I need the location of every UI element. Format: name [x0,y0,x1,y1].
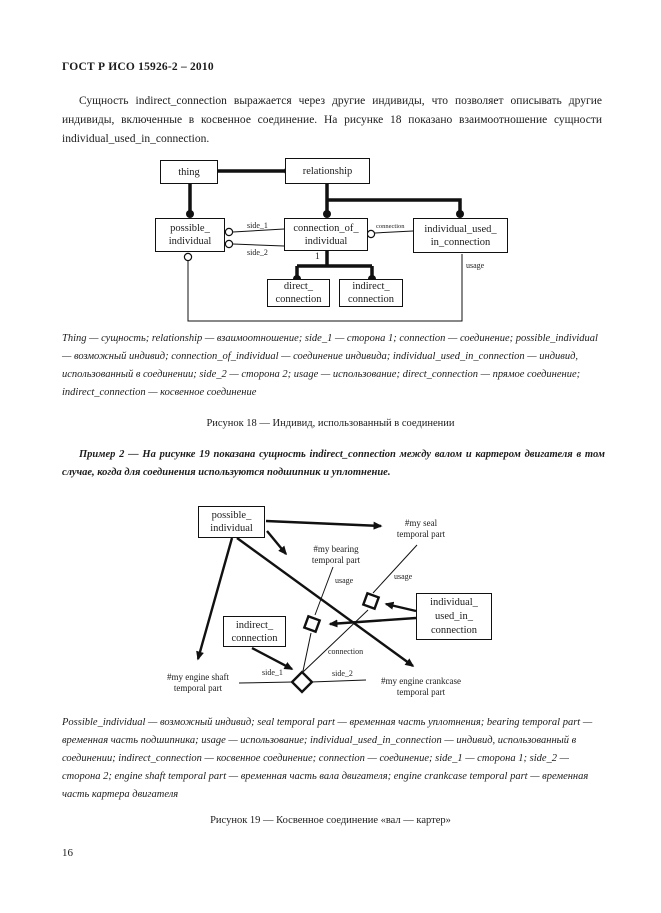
side2-line-fig19 [310,679,367,683]
document-header: ГОСТ Р ИСО 15926-2 – 2010 [62,61,214,73]
connection-circle [366,229,376,239]
arrow-to-seal-part [265,519,383,530]
intro-paragraph: Сущность indirect_connection выражается … [62,95,602,145]
fig18-box-direct-connection: direct_ connection [267,279,330,307]
figure-19-caption: Рисунок 19 — Косвенное соединение «вал —… [210,815,451,826]
fig19-label-usage-1: usage [335,576,354,585]
fig18-box-indirect-connection: indirect_ connection [339,279,403,307]
indirect-connection-diamond [290,670,314,694]
fig18-label-connection: connection [376,223,405,230]
dot-connection-of-individual [323,210,331,218]
bearing-usage-line [314,566,334,616]
relationship-individual-used-connector [327,198,462,214]
bearing-connection-line [302,632,312,672]
fig19-label-bearing-part: #my bearing temporal part [311,544,361,565]
usage-circle [183,252,193,262]
arrow-to-bearing-part [266,530,287,556]
dot-individual-used [456,210,464,218]
arrow-indirect-to-diamond [251,646,294,671]
figure-18-legend: Thing — сущность; relationship — взаимоо… [62,333,598,398]
dot-possible-individual [186,210,194,218]
fig18-box-relationship: relationship [285,158,370,184]
fig19-label-side2: side_2 [332,669,353,678]
seal-connection-line [302,609,369,673]
seal-usage-diamond [361,591,381,611]
fig19-label-seal-part: #my seal temporal part [396,518,446,539]
fig18-label-side2: side_2 [247,248,268,257]
page-number: 16 [62,847,73,859]
bearing-usage-diamond [302,614,322,634]
side1-circle [224,227,234,237]
fig19-box-indirect-connection: indirect_ connection [223,616,286,647]
fig18-label-usage: usage [466,261,485,270]
side2-circle [224,239,234,249]
fig19-label-side1: side_1 [262,668,283,677]
fig18-box-possible-individual: possible_ individual [155,218,225,252]
arrow-used-to-seal-diamond [384,601,417,613]
fig19-label-engine-shaft-part: #my engine shaft temporal part [167,672,229,693]
figure-18-caption: Рисунок 18 — Индивид, использованный в с… [206,418,455,429]
seal-usage-line [372,544,418,594]
subtype-branch-connector [295,251,374,278]
fig19-label-connection: connection [328,647,364,656]
side1-line-fig19 [238,681,294,684]
connection-line [374,230,414,234]
side2-line [232,243,285,247]
fig18-box-connection-of-individual: connection_of_ individual [284,218,368,251]
fig18-box-thing: thing [160,160,218,184]
fig19-box-possible-individual: possible_ individual [198,506,265,538]
fig18-box-individual-used-in-connection: individual_used_ in_connection [413,218,508,253]
example-2-paragraph: Пример 2 — На рисунке 19 показана сущнос… [62,449,605,478]
figure-19-legend: Possible_individual — возможный индивид;… [62,717,593,800]
fig18-label-side1: side_1 [247,221,268,230]
fig19-label-engine-crankcase-part: #my engine crankcase temporal part [381,676,461,697]
arrow-used-to-bearing-diamond [328,616,417,628]
fig19-box-individual-used-in-connection: individual_ used_in_ connection [416,593,492,640]
fig19-label-usage-2: usage [394,572,413,581]
fig18-label-cardinality: 1 [315,252,320,262]
